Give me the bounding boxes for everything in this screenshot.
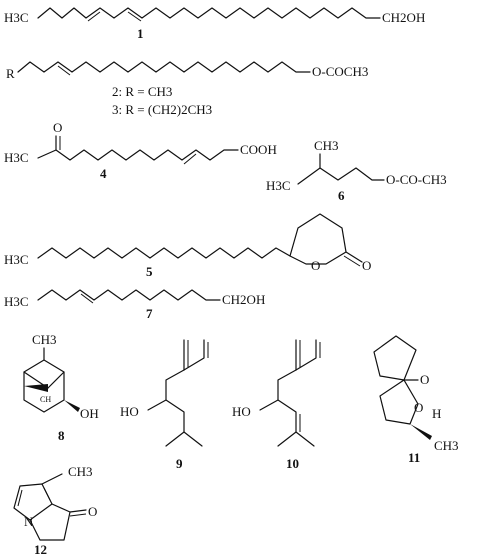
s10-oh-bond [259, 399, 279, 411]
s12-pyrrole-ring [13, 483, 53, 521]
s5-carbonyl-bond [345, 251, 363, 263]
s4-right-label: COOH [240, 142, 277, 157]
s11-wedge [410, 424, 432, 440]
s12-pyrrole-double-1 [17, 489, 23, 507]
s8-bridge-2 [47, 371, 65, 389]
s11-ring-top [373, 335, 417, 381]
s10-vinyl [295, 339, 317, 371]
s11-number: 11 [408, 450, 420, 465]
s5-lactone-ring [289, 213, 347, 265]
s6-right-label: O-CO-CH3 [386, 172, 447, 187]
s12-pyrrole-double-2 [43, 487, 51, 501]
s5-carbonyl-bond-2 [343, 255, 361, 267]
s9-isopropyl-branch [183, 431, 203, 447]
s1-double-bond-1 [87, 11, 101, 22]
s10-number: 10 [286, 456, 299, 471]
s8-top-label: CH3 [32, 332, 57, 347]
structure-8: CH3 CH OH 8 [23, 332, 99, 443]
s12-ring-2 [29, 503, 71, 541]
s9-oh-bond [147, 399, 167, 411]
s4-chain [37, 149, 239, 161]
s23-chain [17, 61, 311, 73]
s23-left-label: R [6, 66, 15, 81]
s5-left-label: H3C [4, 252, 29, 267]
s1-chain [37, 7, 381, 19]
s7-right-label: CH2OH [222, 292, 265, 307]
structure-1: H3C CH2OH 1 [4, 7, 425, 41]
s1-double-bond-2 [127, 11, 142, 22]
s7-double-bond [80, 293, 94, 304]
s12-carbonyl-bond-2 [69, 513, 87, 517]
s4-left-label: H3C [4, 150, 29, 165]
structure-10: HO 10 [232, 339, 321, 471]
s11-h-label: H [432, 406, 441, 421]
s23-r-definition-2: 2: R = CH3 [112, 84, 172, 99]
s23-r-definition-3: 3: R = (CH2)2CH3 [112, 102, 212, 117]
s23-right-label: O-COCH3 [312, 64, 368, 79]
s12-n-label: N [24, 514, 34, 529]
s10-left-label: HO [232, 404, 251, 419]
s6-top-label: CH3 [314, 138, 339, 153]
s9-number: 9 [176, 456, 183, 471]
s11-right-label: CH3 [434, 438, 459, 453]
s8-right-label: OH [80, 406, 99, 421]
structure-5: H3C O O 5 [4, 213, 371, 279]
s12-carbonyl-bond [69, 509, 87, 513]
s6-number: 6 [338, 188, 345, 203]
s23-double-bond [57, 65, 71, 76]
s11-o-top: O [420, 372, 429, 387]
s8-number: 8 [58, 428, 65, 443]
s10-chain [277, 369, 297, 447]
structure-12: CH3 O N 12 [13, 464, 97, 557]
s4-number: 4 [100, 166, 107, 181]
s6-left-label: H3C [266, 178, 291, 193]
s9-vinyl [183, 339, 205, 371]
structure-7: H3C CH2OH 7 [4, 289, 265, 321]
s1-right-label: CH2OH [382, 10, 425, 25]
structure-9: HO 9 [120, 339, 209, 471]
structure-2-3: R O-COCH3 2: R = CH3 3: R = (CH2)2CH3 [6, 61, 368, 117]
s8-oh-wedge [64, 400, 80, 412]
s7-number: 7 [146, 306, 153, 321]
structure-6: CH3 H3C O-CO-CH3 6 [266, 138, 447, 203]
s12-number: 12 [34, 542, 47, 557]
s8-wedge [24, 384, 48, 392]
s5-number: 5 [146, 264, 153, 279]
s1-number: 1 [137, 26, 144, 41]
s5-chain [37, 247, 291, 259]
s9-chain [165, 369, 185, 447]
s12-o-label: O [88, 504, 97, 519]
s7-chain [37, 289, 221, 301]
s4-carbonyl-o: O [53, 120, 62, 135]
s4-double-bond [183, 153, 197, 165]
s9-left-label: HO [120, 404, 139, 419]
s6-chain [297, 167, 385, 185]
s7-left-label: H3C [4, 294, 29, 309]
s12-methyl-bond [41, 473, 63, 485]
s11-ring-bottom [379, 379, 419, 425]
s8-bridge-label: CH [40, 395, 51, 404]
s5-carbonyl-o: O [362, 258, 371, 273]
structure-11: O O H CH3 11 [373, 335, 459, 465]
s10-isopropylidene-branch [295, 431, 315, 447]
s5-ring-o: O [311, 258, 320, 273]
s12-top-label: CH3 [68, 464, 93, 479]
structure-4: H3C O COOH 4 [4, 120, 277, 181]
s11-o-bottom: O [414, 400, 423, 415]
s1-left-label: H3C [4, 10, 29, 25]
